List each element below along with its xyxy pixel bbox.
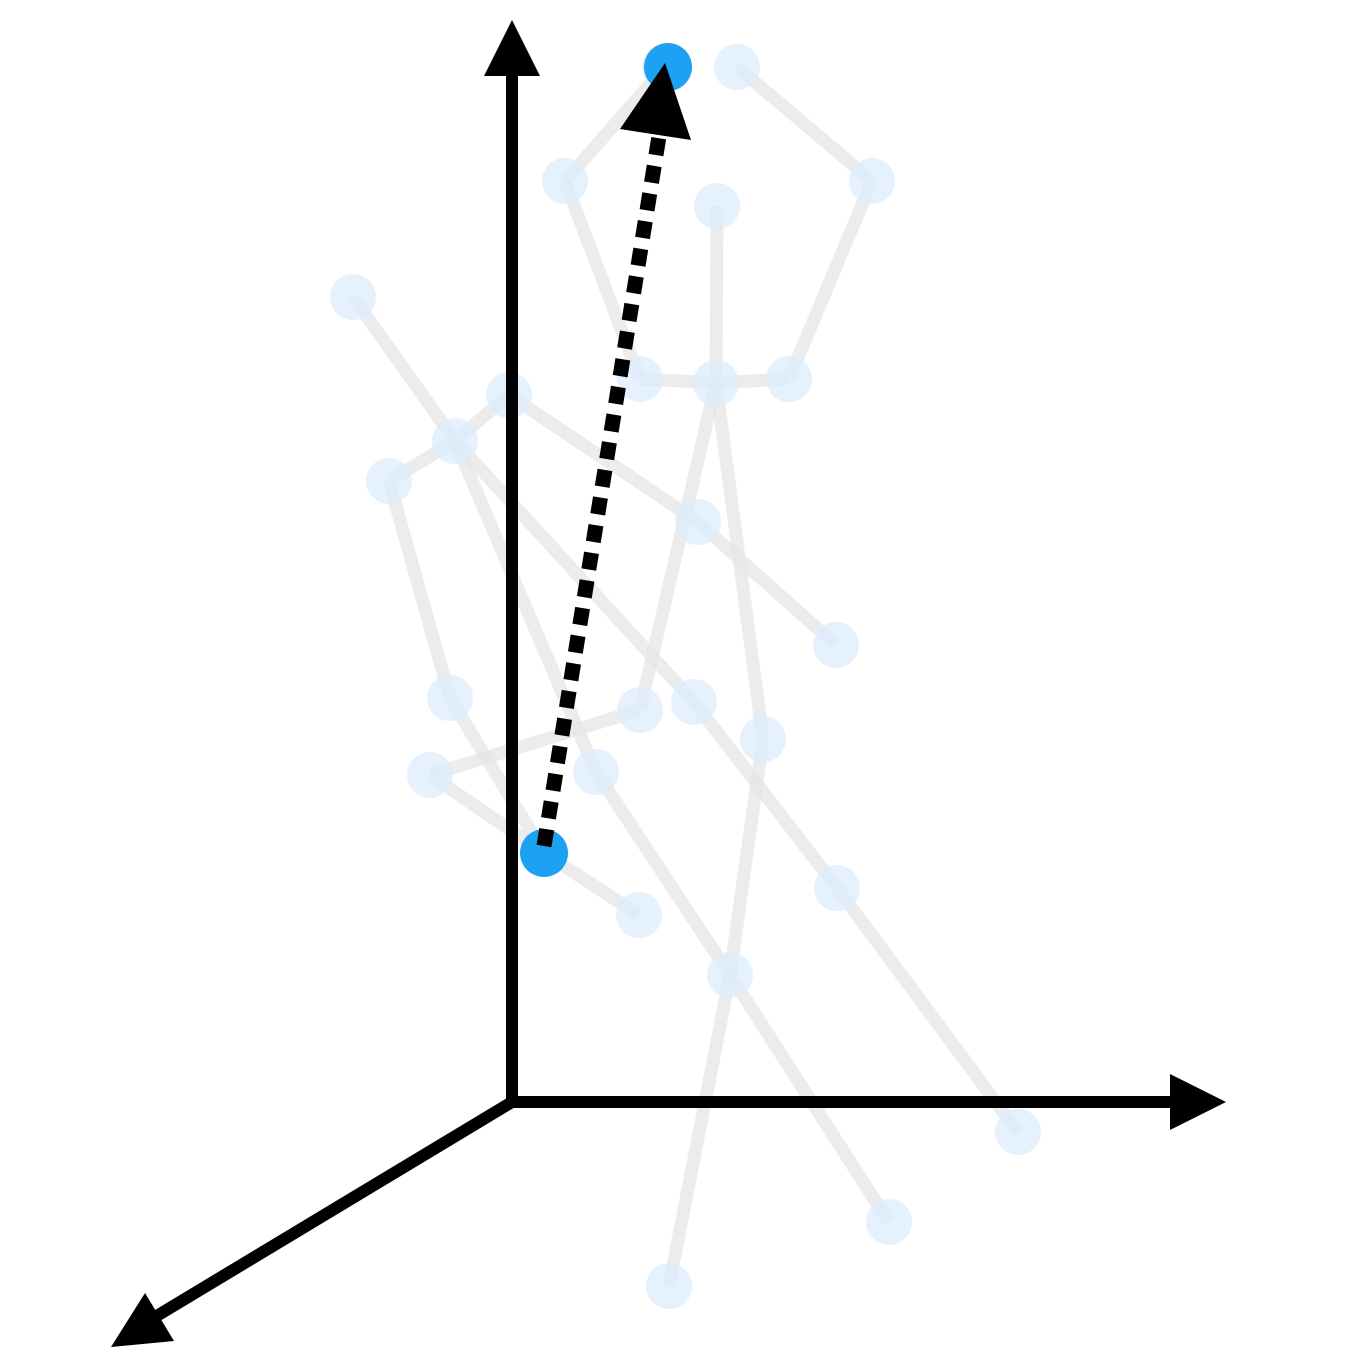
- coordinate-axes: [111, 20, 1226, 1347]
- skeleton-joint: [849, 158, 895, 204]
- skeleton-joint: [573, 749, 619, 795]
- skeleton-bone: [450, 436, 699, 707]
- skeleton-joint: [330, 274, 376, 320]
- displacement-arrowhead: [620, 63, 691, 140]
- skeleton-joint: [814, 865, 860, 911]
- skeleton-joint: [766, 356, 812, 402]
- skeleton-bone: [560, 62, 670, 186]
- skeleton-bone: [449, 438, 602, 775]
- skeleton-joint: [366, 458, 412, 504]
- skeleton-joint: [866, 1199, 912, 1245]
- skeleton-bone: [347, 293, 461, 445]
- displacement-arrow: [536, 63, 691, 848]
- skeleton-joint: [407, 752, 453, 798]
- skeleton-bone: [693, 517, 841, 650]
- x-axis-arrowhead: [1170, 1074, 1226, 1130]
- skeleton-bone: [382, 479, 457, 700]
- skeleton-joint: [646, 1263, 692, 1309]
- skeleton-bone: [688, 698, 843, 892]
- skeleton-joint: [427, 675, 473, 721]
- skeleton-bone: [428, 703, 642, 782]
- skeleton-joint: [671, 679, 717, 725]
- skeleton-bone: [633, 381, 723, 712]
- skeleton-joint: [693, 360, 739, 406]
- skeleton-joint: [740, 716, 786, 762]
- skeleton-bone: [831, 884, 1024, 1136]
- skeleton-joint: [694, 183, 740, 229]
- z-axis-arrowhead: [111, 1293, 174, 1347]
- start-joint: [520, 829, 568, 877]
- displacement-dotted-line: [536, 122, 669, 848]
- y-axis-arrowhead: [484, 20, 540, 76]
- skeleton-joint: [542, 158, 588, 204]
- skeleton-joint: [617, 687, 663, 733]
- z-axis-line: [146, 1096, 516, 1326]
- skeleton-joint: [616, 892, 662, 938]
- skeleton-joints: [330, 43, 1041, 1309]
- skeleton-joint: [714, 44, 760, 90]
- skeleton-bone: [444, 694, 550, 857]
- skeleton-bone: [709, 382, 770, 740]
- skeleton-joint: [707, 952, 753, 998]
- skeleton-bone: [662, 973, 737, 1288]
- skeleton-bone: [783, 178, 878, 382]
- skeleton-bone: [723, 738, 770, 976]
- skeleton-bone: [732, 62, 877, 186]
- skeleton-joint: [995, 1109, 1041, 1155]
- skeleton-bone: [590, 768, 736, 979]
- skeleton-joint: [813, 622, 859, 668]
- skeleton-joint: [432, 418, 478, 464]
- skeleton-bone: [709, 205, 724, 384]
- skeleton-joint: [675, 499, 721, 545]
